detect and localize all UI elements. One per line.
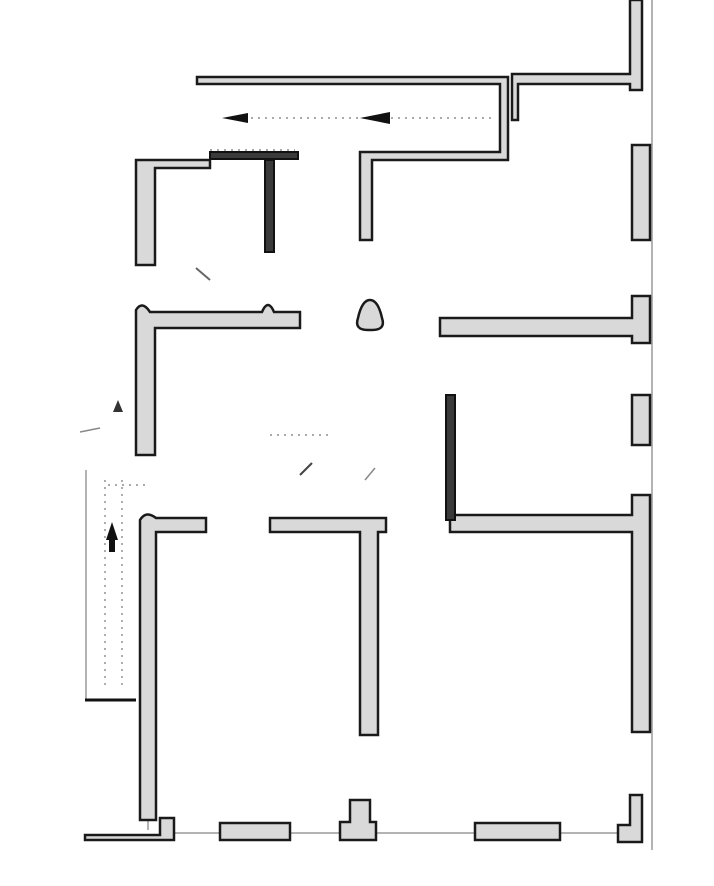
arrow-up-icon <box>106 522 118 540</box>
right-long-wall <box>448 493 652 734</box>
bottom-left-wall <box>83 816 176 842</box>
bottom-right-corner <box>616 793 644 844</box>
arrow-left-icon <box>222 113 248 123</box>
inner-wall-dark <box>445 394 456 521</box>
center-pillar <box>355 298 385 332</box>
pillar-t <box>438 294 652 345</box>
pillar <box>630 393 652 447</box>
lower-left-wall <box>138 513 208 822</box>
pillar <box>630 143 652 242</box>
corridor-arrows <box>210 112 495 151</box>
corridor-wall-dark <box>209 151 299 160</box>
bottom-pillar <box>218 821 292 842</box>
middle-left-wall <box>134 303 302 457</box>
arrow-up-icon <box>113 400 123 412</box>
inner-wall-dark <box>264 159 275 253</box>
annotation-marks <box>79 267 376 481</box>
bottom-pillar <box>473 821 562 842</box>
stair-icon <box>85 400 150 702</box>
top-right-wall <box>510 0 644 122</box>
left-upper-wall <box>134 158 212 267</box>
bottom-t-pillar <box>338 798 378 842</box>
lower-center-wall <box>268 516 388 737</box>
arrow-left-icon <box>360 112 390 124</box>
top-wall <box>195 75 510 242</box>
